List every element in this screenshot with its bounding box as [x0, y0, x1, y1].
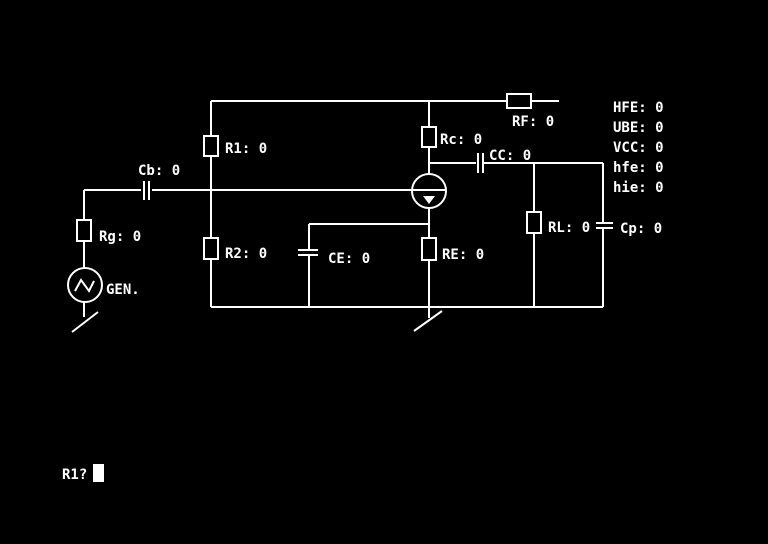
param-hfe-upper: HFE: 0 [613, 100, 664, 116]
waveform-icon [74, 278, 95, 293]
resistor-r2-body [203, 237, 219, 260]
ground-symbol-re [413, 310, 443, 332]
wires [83, 100, 604, 318]
label-re: RE: 0 [442, 247, 484, 263]
resistor-rf-body [506, 93, 532, 109]
label-cp: Cp: 0 [620, 221, 662, 237]
label-rf: RF: 0 [512, 114, 554, 130]
prompt-input[interactable]: R1? [62, 464, 104, 483]
param-ube: UBE: 0 [613, 120, 664, 136]
prompt-label: R1? [62, 467, 87, 483]
ground-symbol-gen [71, 311, 99, 333]
transistor-emitter-arrow-icon [423, 196, 435, 204]
label-cb: Cb: 0 [138, 163, 180, 179]
param-hfe-lower: hfe: 0 [613, 160, 664, 176]
label-rc: Rc: 0 [440, 132, 482, 148]
capacitor-cb [143, 181, 150, 200]
label-ce: CE: 0 [328, 251, 370, 267]
resistor-rc-body [421, 126, 437, 148]
param-hie: hie: 0 [613, 180, 664, 196]
capacitor-cp [596, 222, 613, 229]
generator-symbol [67, 267, 103, 303]
capacitor-ce [298, 249, 318, 256]
resistor-r1-body [203, 135, 219, 157]
label-cc: CC: 0 [489, 148, 531, 164]
label-r2: R2: 0 [225, 246, 267, 262]
label-rl: RL: 0 [548, 220, 590, 236]
text-cursor [93, 464, 104, 482]
label-gen: GEN. [106, 282, 140, 298]
resistor-rg-body [76, 219, 92, 242]
transistor-symbol [411, 173, 447, 209]
capacitor-cc [477, 153, 484, 173]
label-rg: Rg: 0 [99, 229, 141, 245]
param-vcc: VCC: 0 [613, 140, 664, 156]
resistor-rl-body [526, 211, 542, 234]
parameter-panel: HFE: 0 UBE: 0 VCC: 0 hfe: 0 hie: 0 [613, 100, 664, 196]
resistor-re-body [421, 237, 437, 261]
label-r1: R1: 0 [225, 141, 267, 157]
